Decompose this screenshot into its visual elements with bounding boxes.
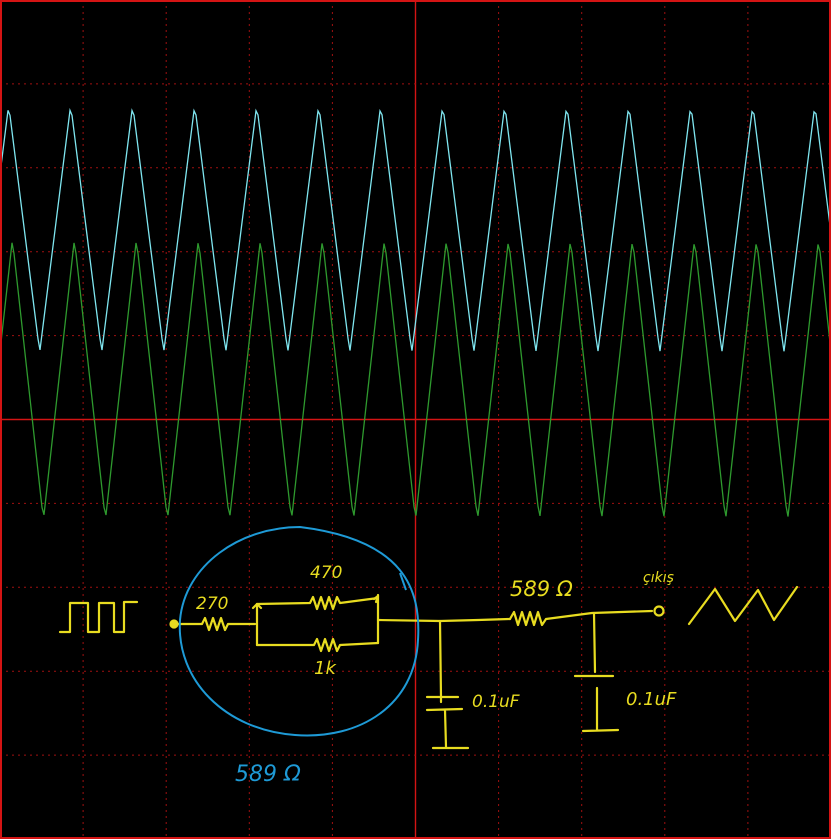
equivalent-group xyxy=(178,525,420,737)
label-470: 470 xyxy=(310,563,342,583)
label-cap1: 0.1uF xyxy=(472,692,520,712)
resistor-589 xyxy=(508,609,654,627)
trace-green xyxy=(0,242,831,517)
label-cap2: 0.1uF xyxy=(626,689,677,710)
label-589-blue: 589 Ω xyxy=(235,762,301,787)
wire-main xyxy=(376,617,512,623)
circuit-annotation xyxy=(58,585,799,750)
traces xyxy=(0,107,831,517)
equivalent-tick xyxy=(399,572,407,591)
resistor-270 xyxy=(174,616,257,632)
capacitor-2 xyxy=(573,611,620,733)
label-589-yellow: 589 Ω xyxy=(510,577,573,601)
resistor-1k xyxy=(255,637,380,653)
equivalent-circle xyxy=(178,525,420,737)
capacitor-1 xyxy=(425,619,470,750)
resistor-470 xyxy=(255,595,380,611)
trace-cyan xyxy=(0,107,831,352)
square-wave-icon xyxy=(58,600,139,634)
label-1k: 1k xyxy=(314,658,337,679)
label-270: 270 xyxy=(196,594,228,614)
arrow-mark-2 xyxy=(372,594,380,604)
output-terminal xyxy=(653,605,665,617)
label-output: çıkış xyxy=(643,570,674,586)
arrow-mark-1 xyxy=(251,602,263,610)
triangle-wave-icon xyxy=(687,585,799,626)
